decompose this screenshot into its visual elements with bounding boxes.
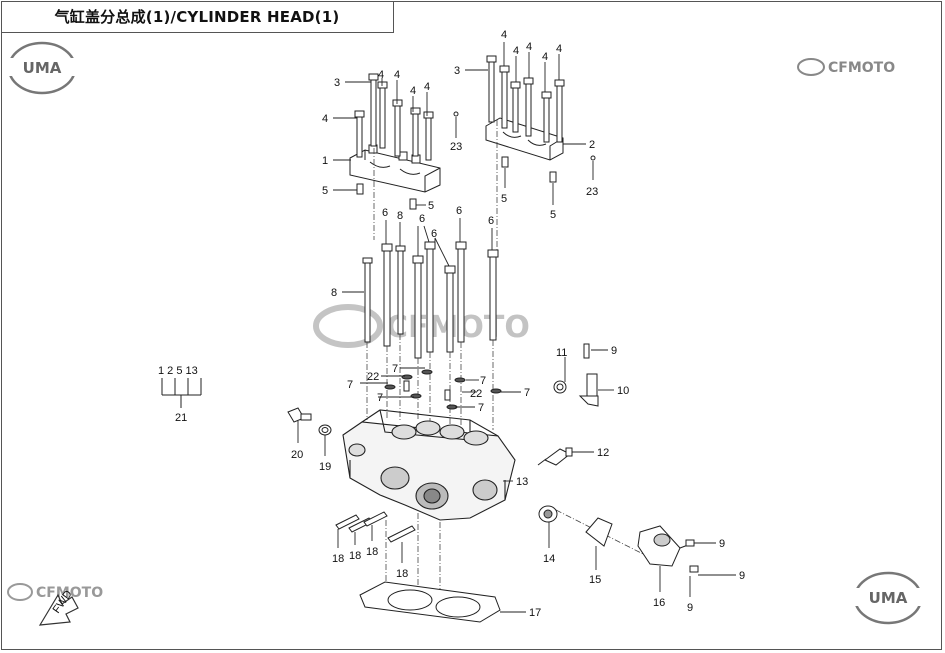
callout-11: 11 (556, 347, 567, 359)
uma-logo-text-bottom: UMA (869, 589, 908, 607)
camshaft-cap-bolts-right (453, 55, 596, 183)
thermostat-14 (538, 505, 558, 523)
callout-6: 6 (456, 205, 462, 217)
callout-9: 9 (739, 570, 745, 582)
union-fitting-10 (578, 373, 599, 407)
camshaft-cap-bolts-left (354, 73, 434, 210)
callout-4: 4 (542, 51, 548, 63)
callout-5: 5 (501, 193, 507, 205)
cfmoto-watermark-center: CFMOTO (313, 304, 530, 348)
callout-18: 18 (349, 550, 361, 562)
callout-2: 2 (589, 139, 595, 151)
callout-14: 14 (543, 553, 555, 565)
callout-9: 9 (611, 345, 617, 357)
head-gasket-17 (359, 581, 501, 623)
callout-8: 8 (397, 210, 403, 222)
callout-4: 4 (526, 41, 532, 53)
callout-4: 4 (501, 29, 507, 41)
callout-22: 22 (367, 371, 379, 383)
callout-4: 4 (410, 85, 416, 97)
callout-18: 18 (366, 546, 378, 558)
uma-logo-top-left: UMA (6, 41, 78, 95)
page-title: 气缸盖分总成(1)/CYLINDER HEAD(1) (54, 8, 340, 26)
callout-5: 5 (550, 209, 556, 221)
callout-3: 3 (334, 77, 340, 89)
uma-logo-bottom-right: UMA (852, 571, 924, 625)
callout-18: 18 (332, 553, 344, 565)
callout-6: 6 (419, 213, 425, 225)
callout-6: 6 (382, 207, 388, 219)
callout-22: 22 (470, 388, 482, 400)
callout-7: 7 (480, 375, 486, 387)
callout-23: 23 (450, 141, 462, 153)
assembly-group-bracket: 1 2 5 13 21 (158, 365, 202, 424)
gasket-15 (585, 517, 613, 547)
cfmoto-logo-bottom-left: CFMOTO (7, 583, 103, 601)
callout-4: 4 (424, 81, 430, 93)
group-total-label: 21 (175, 412, 187, 424)
callout-15: 15 (589, 574, 601, 586)
callout-9: 9 (687, 602, 693, 614)
callout-13: 13 (516, 476, 528, 488)
cylinder-head-body (342, 409, 516, 521)
callout-19: 19 (319, 461, 331, 473)
callout-5: 5 (322, 185, 328, 197)
title-box: 气缸盖分总成(1)/CYLINDER HEAD(1) (1, 1, 394, 33)
camshaft-cap-right (485, 117, 564, 161)
camshaft-cap-left (349, 144, 441, 193)
bolt-9-top (583, 343, 590, 359)
callout-8: 8 (331, 287, 337, 299)
callout-23: 23 (586, 186, 598, 198)
callout-7: 7 (478, 402, 484, 414)
callout-leader-lines (297, 42, 736, 613)
studs-18 (335, 511, 416, 543)
group-members-label: 1 2 5 13 (158, 365, 198, 377)
callout-4: 4 (513, 45, 519, 57)
callout-20: 20 (291, 449, 303, 461)
callout-4: 4 (394, 69, 400, 81)
callout-4: 4 (378, 69, 384, 81)
callout-5: 5 (428, 200, 434, 212)
callout-7: 7 (524, 387, 530, 399)
callout-numbers: 3 4 4 4 4 4 1 5 5 3 4 4 4 4 4 2 23 23 5 … (291, 29, 745, 619)
water-outlet-cover-16 (637, 525, 699, 573)
callout-7: 7 (347, 379, 353, 391)
callout-1: 1 (322, 155, 328, 167)
callout-18: 18 (396, 568, 408, 580)
callout-7: 7 (377, 392, 383, 404)
callout-4: 4 (322, 113, 328, 125)
callout-7: 7 (392, 363, 398, 375)
callout-17: 17 (529, 607, 541, 619)
callout-16: 16 (653, 597, 665, 609)
cfmoto-logo-text: CFMOTO (828, 60, 895, 76)
callout-6: 6 (488, 215, 494, 227)
cfmoto-logo-top-right: CFMOTO (797, 58, 895, 76)
oil-plug-20 (287, 407, 312, 423)
o-ring-11 (553, 380, 567, 394)
callout-10: 10 (617, 385, 629, 397)
callout-9: 9 (719, 538, 725, 550)
seal-19 (318, 424, 332, 436)
callout-4: 4 (556, 43, 562, 55)
callout-12: 12 (597, 447, 609, 459)
callout-3: 3 (454, 65, 460, 77)
uma-logo-text: UMA (23, 59, 62, 77)
callout-6: 6 (431, 228, 437, 240)
cfmoto-logo-text-bottom: CFMOTO (36, 585, 103, 601)
temperature-sensor-12 (537, 447, 573, 466)
